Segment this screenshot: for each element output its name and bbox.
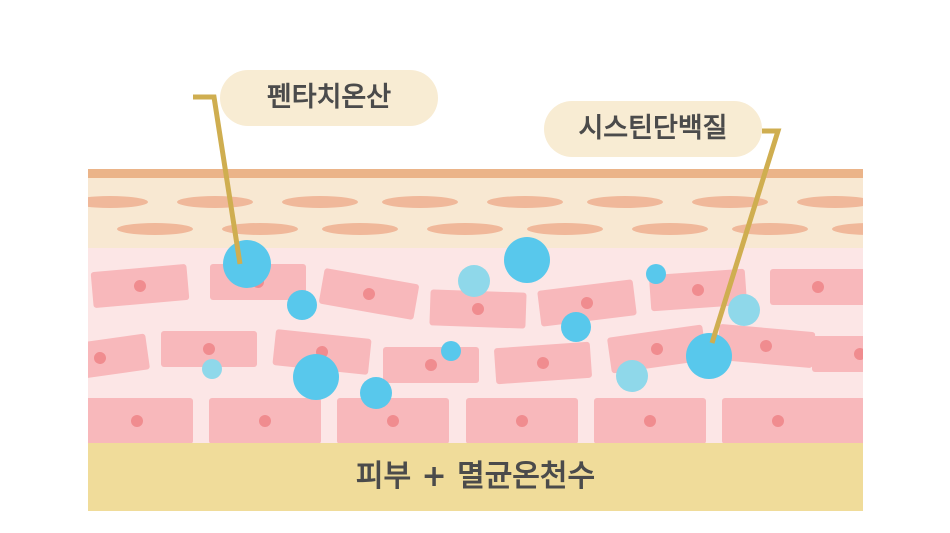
epidermis-cell xyxy=(632,223,708,235)
molecule-bubble xyxy=(561,312,591,342)
pointer-line-right xyxy=(709,128,782,344)
skin-cell xyxy=(716,324,816,368)
skin-cell xyxy=(812,336,863,372)
skin-cell xyxy=(88,333,150,383)
label-cystine-protein: 시스틴단백질 xyxy=(544,101,762,157)
epidermis-cell xyxy=(427,223,503,235)
cell-nucleus xyxy=(760,340,772,352)
molecule-bubble xyxy=(458,265,490,297)
skin-cell xyxy=(272,329,372,375)
cell-nucleus xyxy=(516,415,528,427)
skin-cell xyxy=(383,347,479,383)
epidermis-cell xyxy=(222,223,298,235)
epidermis-cell xyxy=(88,196,148,208)
cell-nucleus xyxy=(874,415,886,427)
skin-surface-line xyxy=(88,169,863,178)
epidermis-layer xyxy=(88,178,863,248)
epidermis-cell xyxy=(282,196,358,208)
cell-nucleus xyxy=(134,280,146,292)
epidermis-cell xyxy=(117,223,193,235)
skin-cell xyxy=(209,398,321,443)
label-pentathionic-acid: 펜타치온산 xyxy=(220,70,438,126)
molecule-bubble xyxy=(360,377,392,409)
cell-nucleus xyxy=(537,357,549,369)
cell-nucleus xyxy=(425,359,437,371)
skin-cell xyxy=(90,264,190,308)
molecule-bubble xyxy=(287,290,317,320)
molecule-bubble xyxy=(504,237,550,283)
skin-cell xyxy=(161,331,257,367)
molecule-bubble xyxy=(686,333,732,379)
cell-nucleus xyxy=(472,303,484,315)
epidermis-cell xyxy=(832,223,863,235)
molecule-bubble xyxy=(202,359,222,379)
cell-nucleus xyxy=(651,343,663,355)
skin-cell xyxy=(770,269,863,305)
pointer-line-left xyxy=(193,94,243,265)
cell-nucleus xyxy=(854,348,863,360)
cell-nucleus xyxy=(203,343,215,355)
molecule-bubble xyxy=(441,341,461,361)
dermis-cells xyxy=(88,264,886,443)
molecule-bubble xyxy=(728,294,760,326)
epidermis-cell xyxy=(487,196,563,208)
skin-cell xyxy=(722,398,834,443)
molecule-bubble xyxy=(616,360,648,392)
epidermis-cell xyxy=(692,196,768,208)
cell-body xyxy=(812,336,863,372)
epidermis-cell xyxy=(587,196,663,208)
cell-body xyxy=(824,398,863,443)
cell-nucleus xyxy=(812,281,824,293)
molecule-bubble xyxy=(293,354,339,400)
cell-nucleus xyxy=(644,415,656,427)
molecule-bubble xyxy=(646,264,666,284)
molecules xyxy=(202,237,760,409)
cell-nucleus xyxy=(387,415,399,427)
epidermis-cells xyxy=(88,196,863,235)
cell-nucleus xyxy=(131,415,143,427)
epidermis-cell xyxy=(177,196,253,208)
skin-cell xyxy=(466,398,578,443)
skin-cell xyxy=(88,398,193,443)
base-label: 피부 + 멸균온천수 xyxy=(88,443,863,511)
cell-nucleus xyxy=(772,415,784,427)
skin-cell xyxy=(319,268,419,320)
cell-nucleus xyxy=(259,415,271,427)
cell-nucleus xyxy=(581,297,593,309)
skin-cell xyxy=(494,341,592,385)
epidermis-cell xyxy=(322,223,398,235)
epidermis-cell xyxy=(527,223,603,235)
cell-nucleus xyxy=(94,352,106,364)
epidermis-cell xyxy=(732,223,808,235)
epidermis-cell xyxy=(382,196,458,208)
skin-cell xyxy=(429,289,527,329)
molecule-bubble xyxy=(223,240,271,288)
skin-cell xyxy=(537,279,637,327)
skin-cell xyxy=(649,268,747,312)
skin-cell xyxy=(824,398,886,443)
skin-cell xyxy=(594,398,706,443)
cell-nucleus xyxy=(692,284,704,296)
skin-cell xyxy=(337,398,449,443)
cell-nucleus xyxy=(363,288,375,300)
epidermis-cell xyxy=(797,196,863,208)
